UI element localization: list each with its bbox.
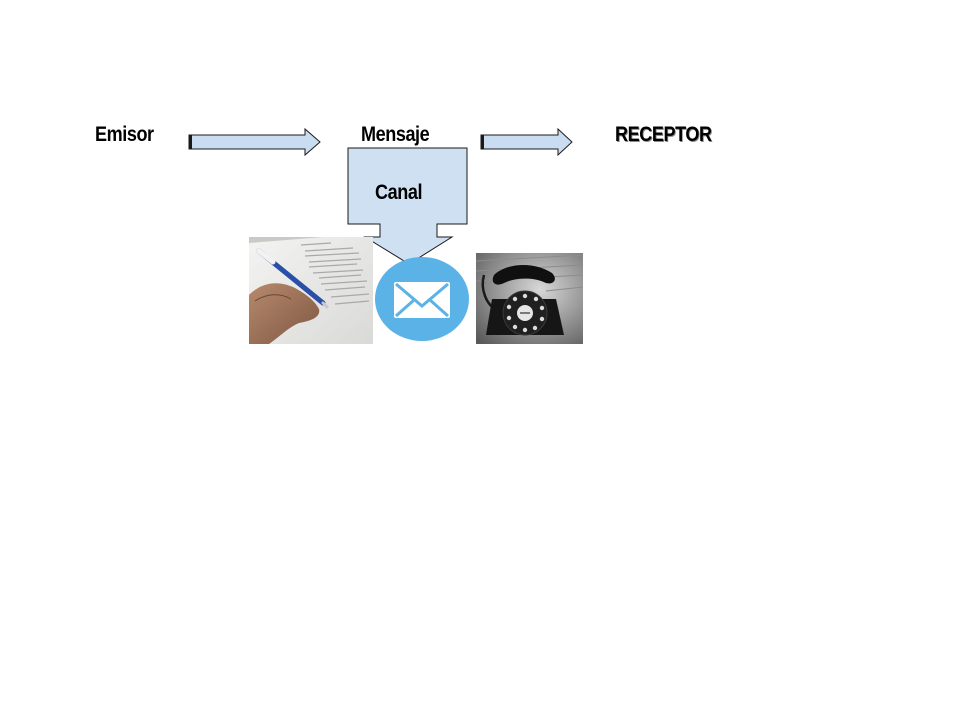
canal-label: Canal xyxy=(375,181,423,204)
rotary-telephone-photo xyxy=(476,253,583,344)
canal-callout-arrow xyxy=(347,147,468,265)
arrow-mensaje-to-receptor xyxy=(480,127,573,157)
mensaje-label: Mensaje xyxy=(361,123,430,146)
envelope-icon xyxy=(375,257,469,341)
emisor-label: Emisor xyxy=(95,123,154,146)
arrow-emisor-to-mensaje xyxy=(188,127,321,157)
receptor-label: RECEPTOR xyxy=(615,123,712,146)
hand-writing-photo xyxy=(249,237,373,344)
